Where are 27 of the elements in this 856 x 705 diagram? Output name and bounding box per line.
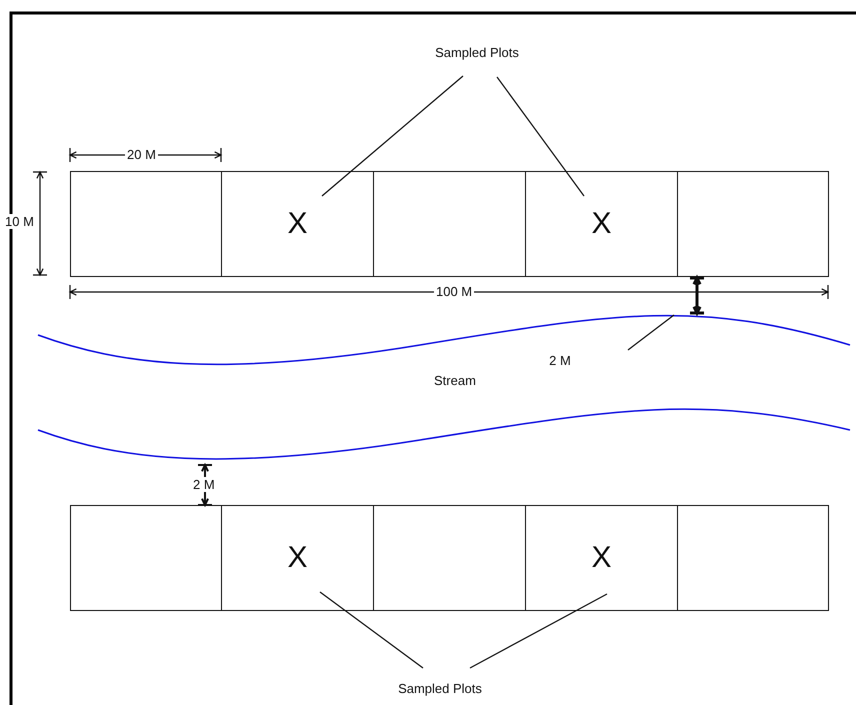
plot-square (525, 171, 678, 277)
leader-line (628, 314, 674, 350)
plot-square (221, 171, 374, 277)
leader-line (322, 76, 464, 196)
plot-square (677, 505, 829, 611)
callout-label: 2 M (540, 350, 580, 370)
dimension-label: 20 M (125, 147, 158, 162)
leader-line (496, 76, 584, 196)
callout-label: Sampled Plots (412, 42, 542, 62)
plot-square (525, 505, 678, 611)
sample-mark: X (287, 207, 308, 241)
leader-line (320, 592, 424, 668)
plot-square (70, 505, 222, 611)
plot-square (373, 505, 526, 611)
sample-mark: X (591, 207, 612, 241)
stream-label: Stream (432, 373, 478, 388)
callout-label: Sampled Plots (375, 678, 505, 698)
dimension-label: 10 M (3, 214, 36, 229)
plot-square (677, 171, 829, 277)
sample-mark: X (287, 541, 308, 575)
plot-square (373, 171, 526, 277)
leader-line (470, 593, 608, 669)
plot-square (221, 505, 374, 611)
plot-square (70, 171, 222, 277)
dimension-label: 100 M (434, 284, 474, 299)
dimension-label: 2 M (191, 477, 217, 492)
sample-mark: X (591, 541, 612, 575)
